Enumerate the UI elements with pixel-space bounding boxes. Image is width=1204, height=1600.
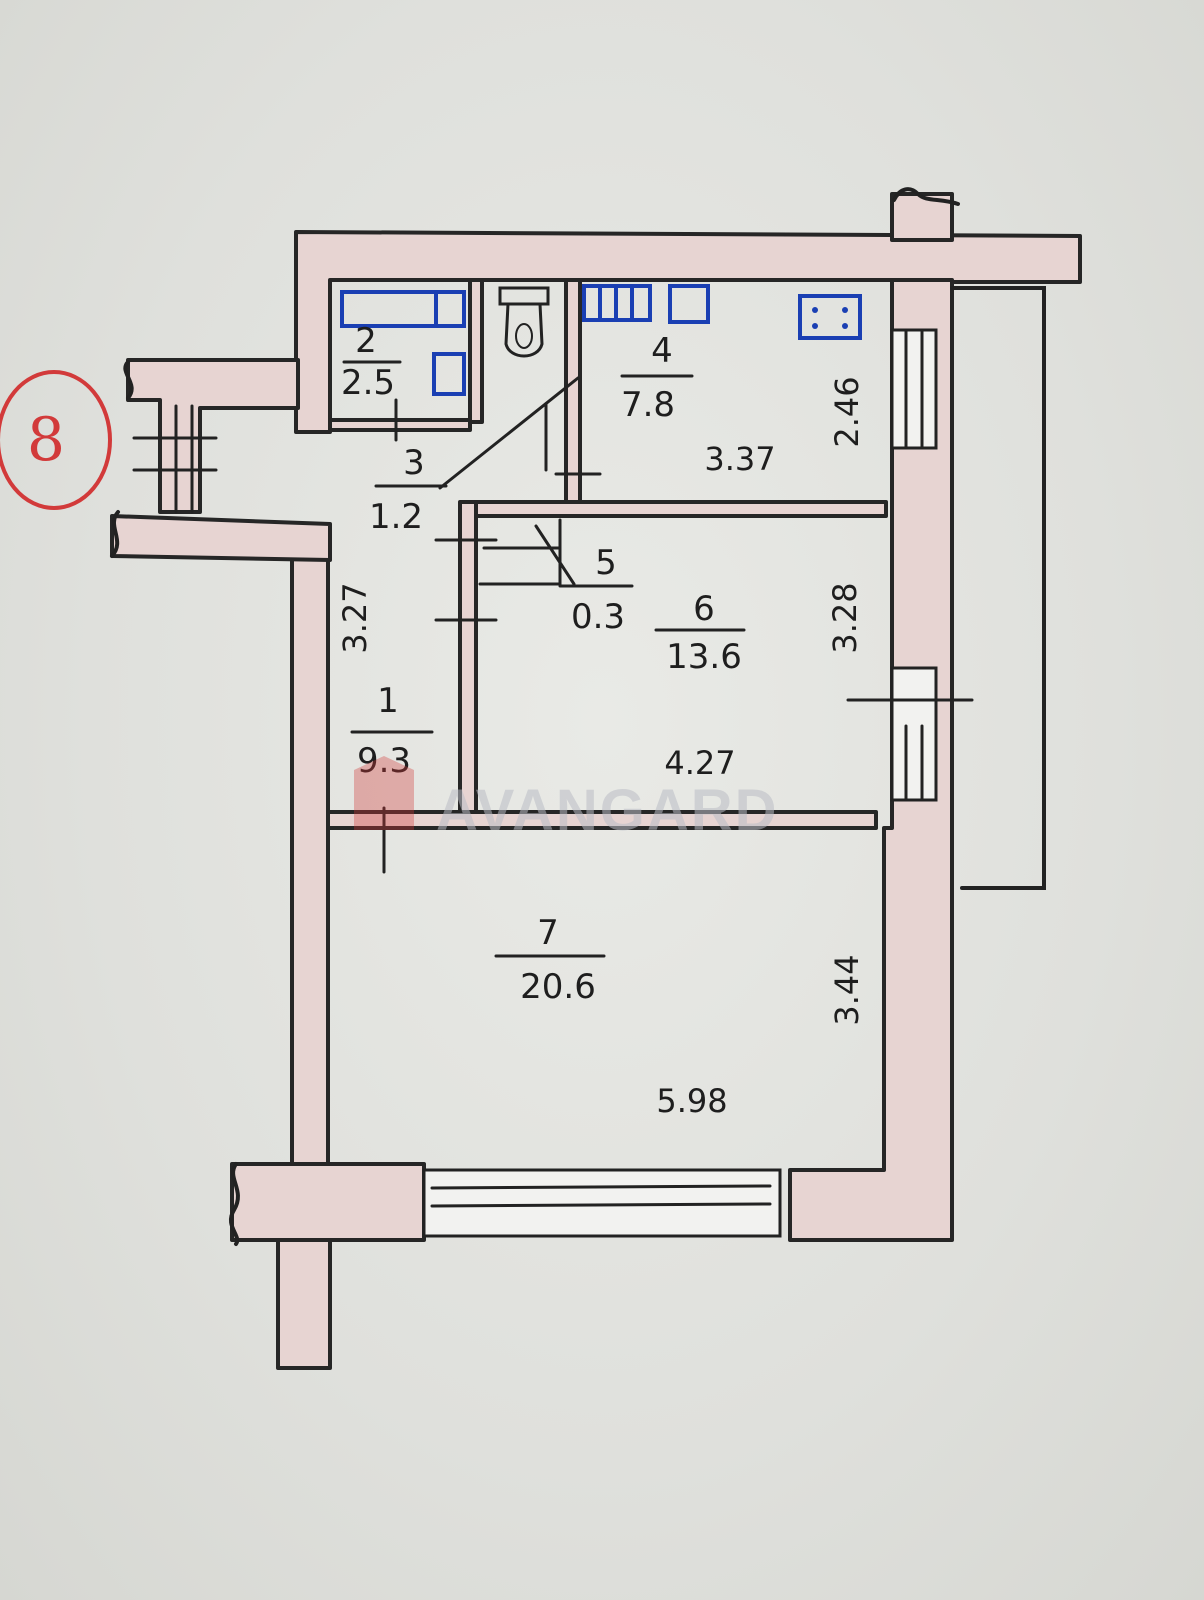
room-3-area: 1.2 bbox=[369, 497, 423, 537]
wall-left bbox=[290, 556, 330, 1166]
window-bedroom bbox=[890, 666, 938, 802]
room-6-area: 13.6 bbox=[666, 637, 742, 677]
room-7-area: 20.6 bbox=[520, 967, 596, 1007]
wall-entrance-top bbox=[126, 358, 300, 514]
wall-right bbox=[788, 278, 954, 1242]
wall-bath-bottom bbox=[328, 418, 472, 432]
room-3-number: 3 bbox=[403, 443, 425, 483]
watermark-logo-icon bbox=[354, 756, 414, 830]
room-6-number: 6 bbox=[693, 589, 715, 629]
room-7-number: 7 bbox=[537, 913, 559, 953]
break-left-2 bbox=[110, 510, 120, 558]
wall-entrance-bottom bbox=[110, 514, 332, 562]
dimension-labels: 3.37 2.46 4.27 3.28 3.27 5.98 3.44 bbox=[336, 376, 866, 1120]
room-2-area: 2.5 bbox=[341, 363, 395, 403]
room-5-number: 5 bbox=[595, 543, 617, 583]
watermark-text: AVANGARD bbox=[436, 778, 779, 843]
wall-top-stub bbox=[890, 192, 954, 242]
break-bottom bbox=[228, 1162, 240, 1246]
wall-left-below bbox=[276, 1238, 332, 1370]
room-1-area: 9.3 bbox=[357, 741, 411, 781]
walls bbox=[110, 192, 1082, 1370]
room-2-number: 2 bbox=[355, 321, 377, 361]
wall-bedroom-left bbox=[458, 500, 478, 814]
watermark: AVANGARD bbox=[354, 756, 779, 843]
windows bbox=[132, 328, 974, 1238]
stove-icon bbox=[798, 294, 862, 340]
dim-bedroom-depth: 3.28 bbox=[826, 582, 864, 653]
toilet-icon bbox=[498, 286, 550, 358]
break-top bbox=[892, 187, 960, 206]
plan-number: 8 bbox=[27, 405, 65, 475]
door-marks bbox=[382, 376, 602, 874]
dim-living-depth: 3.44 bbox=[828, 954, 866, 1025]
room-1-number: 1 bbox=[377, 681, 399, 721]
fixtures bbox=[340, 284, 862, 396]
dim-kitchen-depth: 2.46 bbox=[828, 376, 866, 447]
dim-hall-length: 3.27 bbox=[336, 582, 374, 653]
room-4-number: 4 bbox=[651, 331, 673, 371]
kitchen-sink-icon bbox=[668, 284, 710, 324]
dim-bedroom-width: 4.27 bbox=[664, 744, 735, 782]
room-4-area: 7.8 bbox=[621, 385, 675, 425]
wall-top bbox=[294, 230, 1082, 434]
balcony-outline bbox=[950, 286, 1046, 890]
wall-wc-kitchen bbox=[564, 278, 582, 504]
wall-bath-wc bbox=[468, 278, 484, 424]
dim-kitchen-width: 3.37 bbox=[704, 440, 775, 478]
wall-bedroom-living bbox=[326, 810, 878, 830]
window-kitchen bbox=[890, 328, 938, 450]
dim-living-width: 5.98 bbox=[656, 1082, 727, 1120]
room-labels: 2 2.5 3 1.2 4 7.8 5 0.3 6 13.6 1 9.3 7 2… bbox=[341, 321, 746, 1007]
wall-kitchen-bedroom bbox=[468, 500, 888, 518]
bathtub-icon bbox=[340, 290, 466, 328]
wall-bottom bbox=[230, 1162, 426, 1242]
break-left bbox=[123, 360, 134, 400]
room-5-area: 0.3 bbox=[571, 597, 625, 637]
sink-icon bbox=[432, 352, 466, 396]
plan-number-stamp: 8 bbox=[0, 370, 112, 510]
